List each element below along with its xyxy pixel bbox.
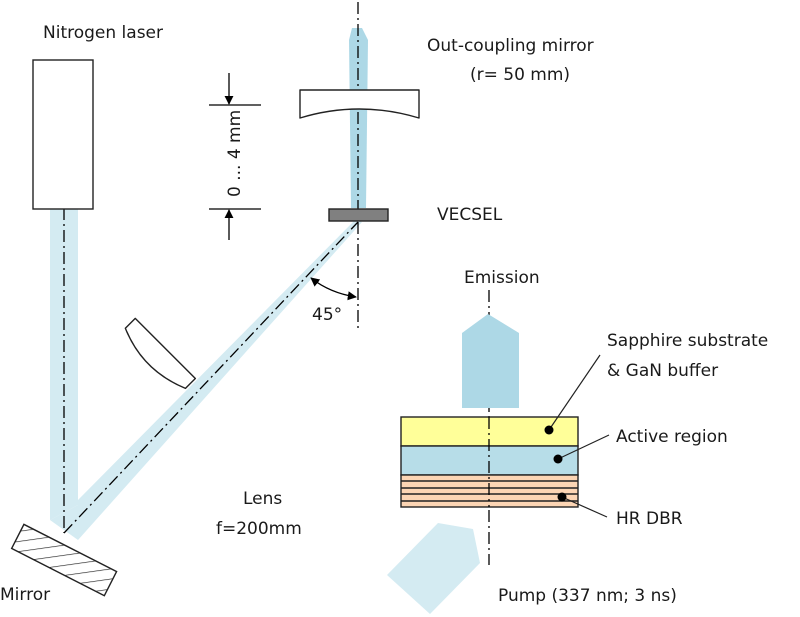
lens-label: Lens (243, 489, 282, 509)
emission-arrow (462, 314, 519, 408)
pump-label: Pump (337 nm; 3 ns) (498, 586, 677, 606)
distance-dimension: 0 ... 4 mm (209, 73, 261, 240)
vecsel-chip (328, 208, 389, 222)
out-coupling-mirror-label: Out-coupling mirror (427, 36, 594, 56)
active-region-label: Active region (616, 427, 728, 447)
sapphire-label-line1: Sapphire substrate (607, 331, 768, 351)
focusing-lens (124, 317, 197, 390)
pump-arrow (387, 523, 480, 614)
lens-focal-label: f=200mm (216, 519, 302, 539)
callout-sapphire (544, 354, 601, 435)
out-coupling-radius-label: (r= 50 mm) (470, 65, 570, 85)
pump-beam-path (50, 208, 362, 540)
emission-label: Emission (464, 268, 540, 288)
pump-mirror (10, 523, 118, 597)
callout-dbr (557, 492, 608, 518)
callout-active (553, 434, 610, 464)
focused-pump-beam (50, 220, 362, 540)
distance-label: 0 ... 4 mm (225, 110, 245, 197)
vecsel-label: VECSEL (437, 205, 503, 225)
sapphire-label-line2: & GaN buffer (607, 361, 718, 381)
angle-label: 45° (312, 305, 342, 325)
mirror-label: Mirror (0, 585, 50, 605)
out-coupling-mirror (299, 89, 420, 119)
angle-indicator: 45° (310, 277, 357, 325)
hr-dbr-label: HR DBR (616, 509, 683, 529)
vecsel-layer-stack (400, 416, 579, 508)
nitrogen-laser-box (32, 59, 94, 210)
pump-axis (63, 221, 359, 534)
nitrogen-laser-label: Nitrogen laser (43, 23, 163, 43)
